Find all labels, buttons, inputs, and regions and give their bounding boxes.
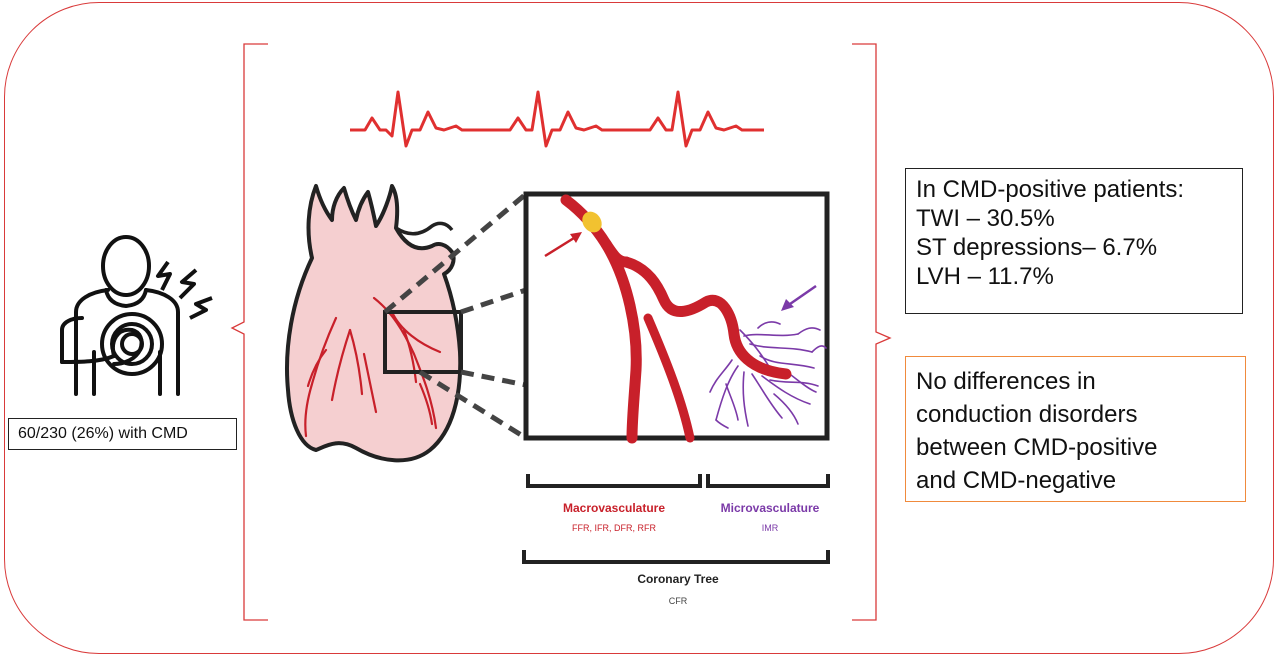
macrovasculature-indices: FFR, IFR, DFR, RFR [572,523,656,533]
result-line: TWI – 30.5% [916,205,1055,232]
right-brace [852,43,892,621]
macro-bracket [526,474,702,488]
microvasculature-indices: IMR [762,523,779,533]
tree-bracket [522,550,830,564]
arrow-icon [544,232,582,258]
ecg-trace-icon [350,90,764,148]
note-line: No differences in [916,368,1096,395]
heart-icon [285,184,463,463]
results-box: In CMD-positive patients: TWI – 30.5% ST… [905,168,1243,314]
chest-pain-person-icon [60,235,180,396]
lightning-bolt-icon [156,260,213,320]
macrovasculature-label: Macrovasculature [563,501,665,515]
microvasculature-label: Microvasculature [721,501,820,515]
note-line: and CMD-negative [916,467,1117,494]
arrow-icon [781,284,817,311]
vessel-zoom-box [523,191,830,444]
note-line: between CMD-positive [916,434,1158,461]
note-box: No differences in conduction disorders b… [905,356,1246,502]
outer-frame [4,2,1274,654]
result-line: ST depressions– 6.7% [916,234,1158,261]
note-line: conduction disorders [916,401,1138,428]
zoom-lines [383,192,528,441]
patient-caption: 60/230 (26%) with CMD [8,418,237,450]
micro-bracket [706,474,830,488]
coronary-tree-label: Coronary Tree [637,572,719,586]
result-line: LVH – 11.7% [916,263,1054,290]
plaque-marker [582,211,602,233]
left-brace [230,43,268,621]
results-heading: In CMD-positive patients: [916,176,1185,203]
coronary-tree-index: CFR [669,596,688,606]
